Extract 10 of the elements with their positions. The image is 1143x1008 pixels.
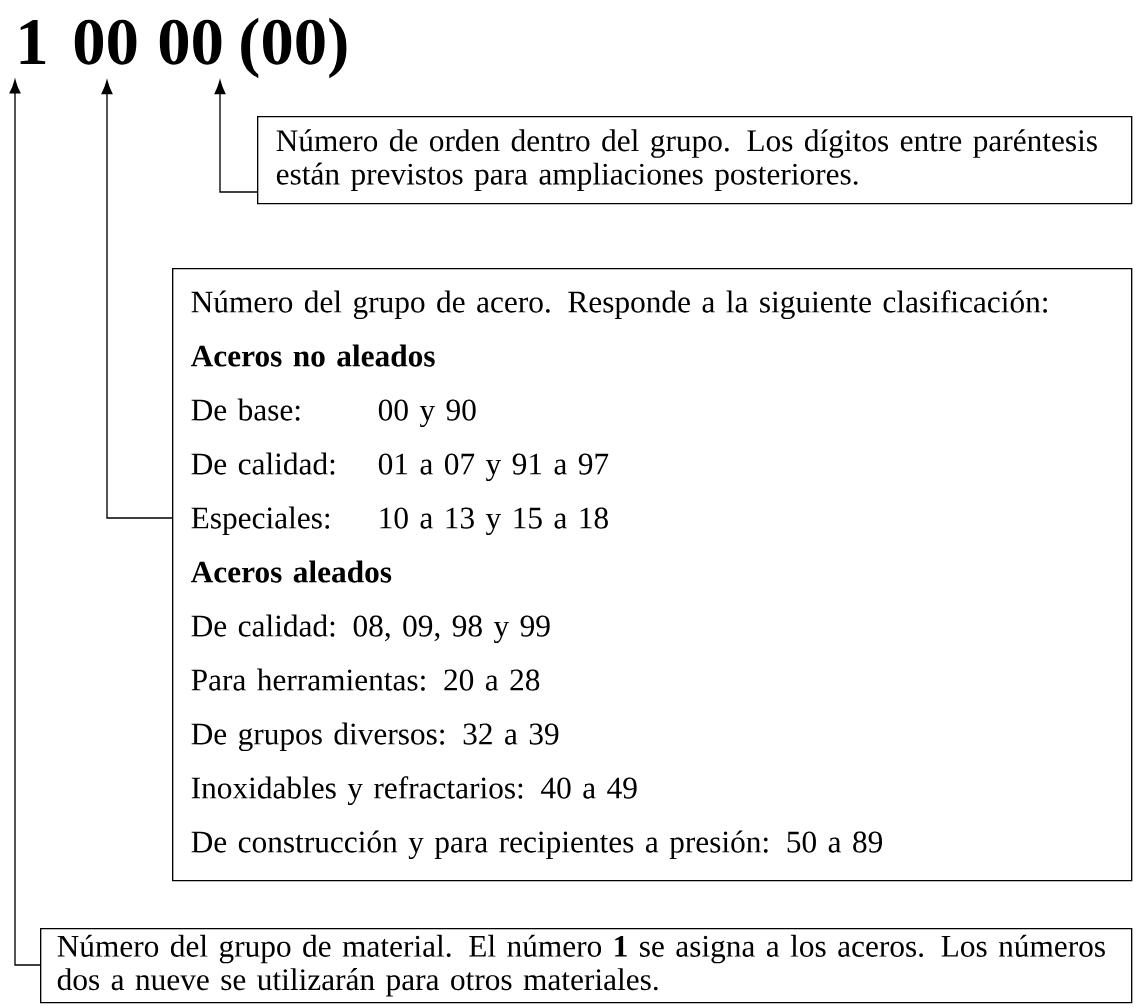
code-digits: 1: [20, 20, 46, 64]
callout-box: Número del grupo de material. El número 1 se asigna a los aceros. Los números dos a nueve se utilizarán para otros materiales.: [40, 928, 1133, 1004]
callout-box: Número del grupo de acero. Responde a la siguiente clasificación: Aceros no aleados De base: 00 y 90 De calidad: 01 a 07 y 91 a 97 Especiales: 10 a 13 y 15 a 18 Aceros aleados De calidad: 08, 09, 98 y 99 Para herramientas: 20 a 28 De grupos diversos: 32 a 39 Inoxidables y refractarios: 40 a 49 De construcción y para recipientes a presión: 50 a 89: [172, 268, 1133, 882]
leader-arrow: [9, 79, 41, 966]
callout-box: Número de orden dentro del grupo. Los dígitos entre paréntesis están previstos para ampliaciones posteriores.: [257, 116, 1133, 205]
code-digits: 00: [74, 19, 137, 65]
code-digits: 00: [159, 19, 222, 65]
code-digits: (00): [241, 17, 347, 79]
leader-arrow: [214, 80, 258, 193]
leader-arrow: [101, 80, 173, 519]
